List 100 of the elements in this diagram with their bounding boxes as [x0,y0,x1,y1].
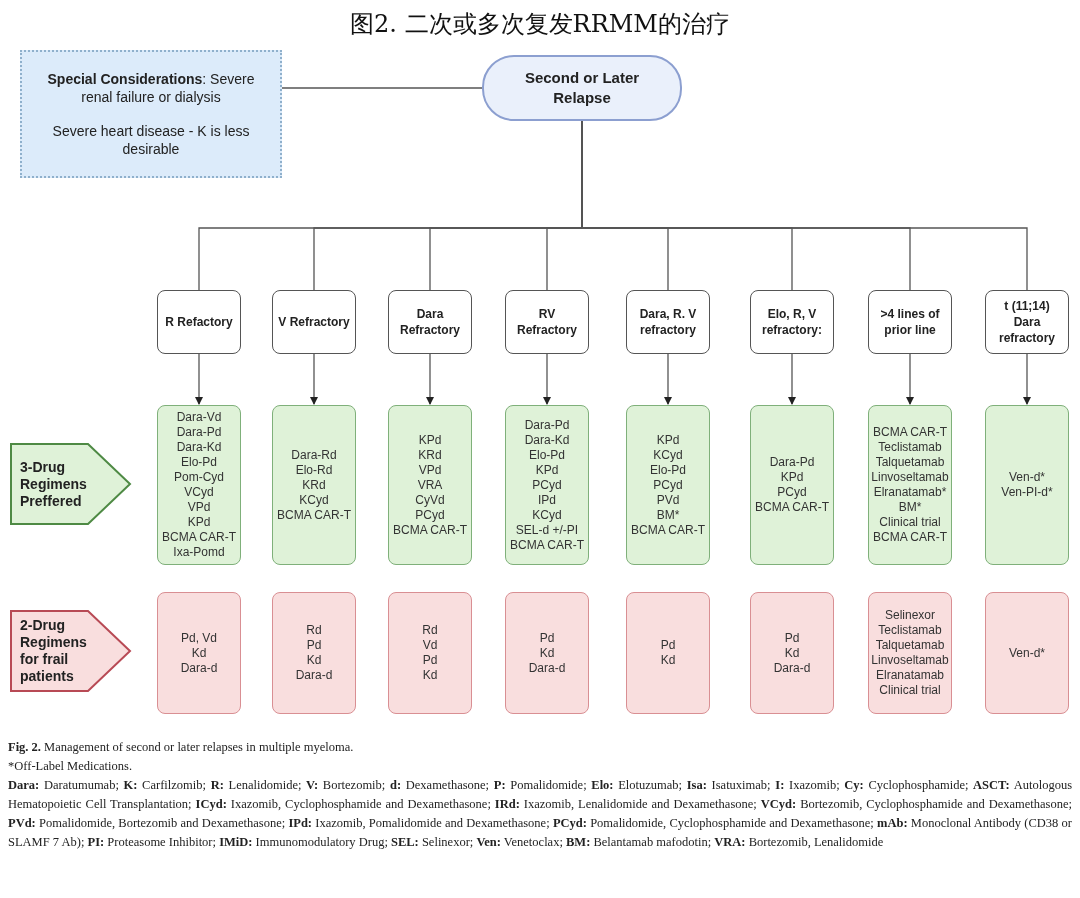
regimen-name: Pd [660,638,676,653]
regimen-name: Dara-Vd [176,410,222,425]
regimen-name: Dara-Rd [291,447,337,463]
regimen-name: Dara-d [180,660,218,676]
regimen-name: KPd [656,432,680,448]
regimen-box [272,592,356,714]
regimen-name: Dara-d [528,660,566,676]
regimen-name: VRA [417,477,443,493]
regimen-name: PCyd [415,507,445,523]
connector [310,353,318,405]
category-box [272,290,356,354]
regimen-box [985,592,1069,714]
regimen-name: KPd [187,515,211,530]
regimen-name: Dara-d [773,660,811,676]
regimen-box [388,405,472,565]
regimen-box [157,592,241,714]
category-label: R Refactory [165,314,233,330]
regimen-name: BCMA CAR-T [162,530,236,545]
regimen-name: Dara-d [295,668,333,683]
connector [543,353,551,405]
regimen-box [505,405,589,565]
regimen-name: Dara-Pd [524,417,570,433]
category-label: V Refractory [278,314,350,330]
regimen-name: Pd [784,630,800,646]
regimen-name: Elo-Rd [295,462,333,478]
category-box [157,290,241,354]
regimen-name: Linvoseltamab [871,653,949,668]
category-box [626,290,710,354]
regimen-name: BCMA CAR-T [631,522,705,538]
regimen-name: Elo-Pd [181,455,217,470]
regimen-name: KRd [418,447,442,463]
pentagon-arrow [10,443,132,525]
regimen-box [505,592,589,714]
regimen-name: Ven-d* [1009,470,1045,485]
regimen-name: KCyd [653,447,683,463]
regimen-name: Pd [539,630,555,646]
regimen-name: Teclistamab [878,440,942,455]
regimen-name: Clinical trial [879,683,941,698]
regimen-box [868,592,952,714]
regimen-name: PVd [656,492,680,508]
connector [426,353,434,405]
regimen-name: KPd [418,432,442,448]
footnote: *Off-Label Medications. [8,758,134,775]
regimen-name: Kd [660,653,676,668]
regimen-name: Kd [539,645,555,661]
connector [195,353,203,405]
row-label: 2-Drug Regimens for frail patients [20,617,88,685]
regimen-name: Dara-Pd [769,455,815,470]
category-label: Elo, R, V refractory: [761,306,823,338]
connector [664,353,672,405]
regimen-name: Elranatamab [875,668,944,683]
regimen-name: Kd [422,668,438,683]
note-box [20,50,282,178]
regimen-box [868,405,952,565]
regimen-box [272,405,356,565]
regimen-name: Rd [422,623,438,638]
connector [281,87,483,89]
footnote: Dara: Daratumumab; K: Carfilzomib; R: Lenalidomide; V: Bortezomib; d: Dexamethasone; P: Pomalidomide; Elo: Elotuzumab; Isa: Isatuximab; I: Ixazomib; Cy: Cyclophosphamide; ASCT: Autologous Hematopoietic Cell Transplantation; ICyd: Ixazomib, Cyclophosphamide and Dexamethasone; IRd: Ixazomib, Lenalidomide and Dexamethasone; VCyd: Bortezomib, Cyclophosphamide and Dexamethasone; PVd: Pomalidomide, Bortezomib and Dexamethasone; IPd: Ixazomib, Pomalidomide and Dexamethasone; PCyd: Pomalidomide, Cyclophosphamide and Dexamethasone; mAb: Monoclonal Antibody (CD38 or SLAMF 7 Ab); PI: Proteasome Inhibitor; IMiD: Immunomodulatory Drug; SEL: Selinexor; Ven: Venetoclax; BM: Belantamab mafodotin; VRA: Bortezomib, Lenalidomide [8,777,1072,851]
regimen-name: SEL-d +/-PI [515,522,579,538]
row-label: 3-Drug Regimens Preffered [20,458,88,510]
regimen-name: KRd [302,477,326,493]
start-label: Second or Later Relapse [523,68,641,108]
connector [1023,353,1031,405]
regimen-name: CyVd [415,492,445,508]
regimen-name: IPd [538,492,556,508]
caption: Fig. 2. Management of second or later relapses in multiple myeloma. [8,739,355,756]
regimen-name: Dara-Kd [524,432,570,448]
title: 图2. 二次或多次复发RRMM的治疗 [349,9,731,40]
regimen-name: VCyd [184,485,214,500]
note-text: Special Considerations: Severe renal failure or dialysis [46,70,256,106]
regimen-name: Linvoseltamab [871,470,949,485]
regimen-box [750,405,834,565]
category-label: t (11;14) Dara refractory [998,298,1056,346]
category-box [505,290,589,354]
regimen-box [985,405,1069,565]
regimen-name: BM* [656,507,680,523]
regimen-box [750,592,834,714]
note-text: Severe heart disease - K is less desirable [51,122,251,158]
regimen-name: Pom-Cyd [174,470,224,485]
regimen-name: Selinexor [885,608,935,623]
regimen-name: Talquetamab [875,638,945,653]
regimen-name: Ven-PI-d* [1001,485,1053,500]
category-box [750,290,834,354]
regimen-name: Elo-Pd [650,462,686,478]
regimen-name: BCMA CAR-T [873,425,947,440]
regimen-name: KPd [535,462,559,478]
regimen-name: BCMA CAR-T [277,507,351,523]
start-box [482,55,682,121]
connector [906,353,914,405]
regimen-name: Ixa-Pomd [173,545,225,560]
regimen-name: Pd [422,653,438,668]
regimen-name: Clinical trial [879,515,941,530]
pentagon-arrow [10,610,132,692]
regimen-name: Vd [422,638,438,653]
category-box [388,290,472,354]
category-label: Dara, R. V refractory [638,306,698,338]
regimen-box [388,592,472,714]
regimen-name: Kd [784,645,800,661]
regimen-name: Talquetamab [875,455,945,470]
regimen-name: PCyd [777,485,807,500]
